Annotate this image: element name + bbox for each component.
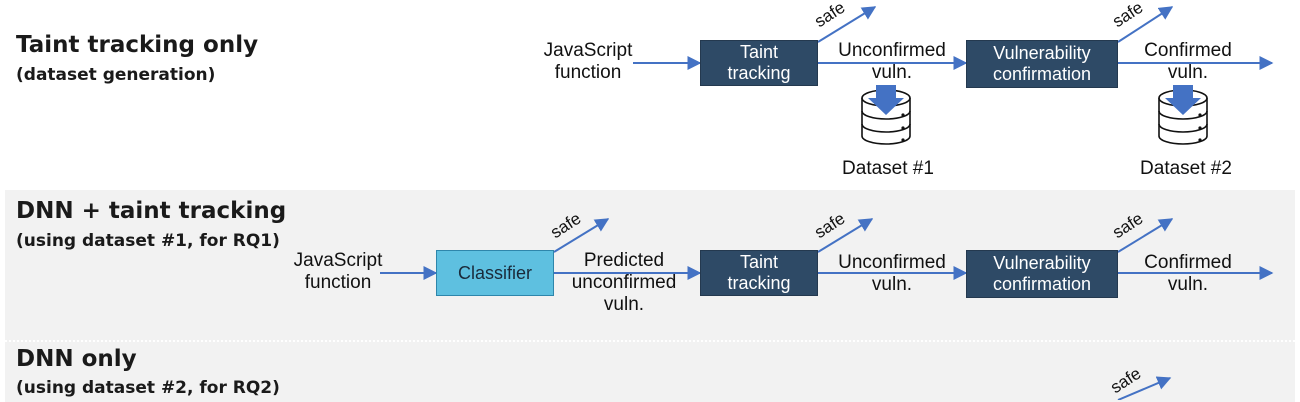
node-label-line: confirmation bbox=[992, 64, 1092, 84]
label-line: vuln. bbox=[1167, 274, 1209, 295]
label-predicted-unconfirmed-vuln: Predicted unconfirmed vuln. bbox=[562, 250, 686, 316]
label-line: Confirmed bbox=[1144, 40, 1232, 61]
label-line: unconfirmed bbox=[571, 272, 677, 293]
database-icon bbox=[861, 85, 911, 145]
node-taint-tracking: Taint tracking bbox=[700, 40, 818, 86]
node-label-line: tracking bbox=[727, 63, 791, 83]
row-subtitle-dnn-only: (using dataset #2, for RQ2) bbox=[16, 378, 280, 398]
label-dataset-1: Dataset #1 bbox=[842, 158, 934, 179]
node-vulnerability-confirmation: Vulnerability confirmation bbox=[966, 40, 1118, 88]
label-confirmed-vuln: Confirmed vuln. bbox=[1130, 252, 1246, 296]
arrow-safe-2-r1 bbox=[1117, 6, 1174, 43]
arrow-safe-1-r1 bbox=[817, 6, 877, 43]
node-js-function-line: function bbox=[304, 272, 372, 293]
arrow-safe-2-r2 bbox=[817, 218, 874, 253]
database-icon bbox=[1158, 85, 1208, 145]
arrow-safe-1-r2 bbox=[553, 218, 610, 253]
label-line: Confirmed bbox=[1144, 252, 1232, 273]
node-js-function-line: function bbox=[554, 62, 622, 83]
label-dataset-2: Dataset #2 bbox=[1140, 158, 1232, 179]
label-unconfirmed-vuln: Unconfirmed vuln. bbox=[826, 40, 958, 84]
label-line: vuln. bbox=[871, 274, 913, 295]
row-subtitle-dnn-taint: (using dataset #1, for RQ1) bbox=[16, 231, 280, 251]
node-classifier: Classifier bbox=[436, 250, 554, 296]
label-unconfirmed-vuln: Unconfirmed vuln. bbox=[826, 252, 958, 296]
node-label-line: Taint bbox=[739, 252, 779, 272]
node-taint-tracking: Taint tracking bbox=[700, 250, 818, 296]
node-js-function-line: JavaScript bbox=[543, 40, 633, 61]
node-label-line: Vulnerability bbox=[993, 43, 1091, 63]
label-line: Unconfirmed bbox=[838, 40, 946, 61]
node-js-function: JavaScript function bbox=[290, 250, 386, 294]
row-title-taint-only: Taint tracking only bbox=[16, 32, 259, 58]
row-subtitle-taint-only: (dataset generation) bbox=[16, 65, 216, 85]
label-line: Predicted bbox=[583, 250, 665, 271]
label-confirmed-vuln: Confirmed vuln. bbox=[1130, 40, 1246, 84]
arrow-safe-3-r2 bbox=[1117, 218, 1174, 253]
node-label-line: confirmation bbox=[992, 274, 1092, 294]
node-js-function-line: JavaScript bbox=[293, 250, 383, 271]
label-line: vuln. bbox=[1167, 62, 1209, 83]
node-label-line: Vulnerability bbox=[993, 253, 1091, 273]
arrow-safe-r3 bbox=[1117, 376, 1172, 400]
row-band-dnn-only bbox=[5, 340, 1295, 402]
node-vulnerability-confirmation: Vulnerability confirmation bbox=[966, 250, 1118, 298]
label-line: vuln. bbox=[871, 62, 913, 83]
row-title-dnn-taint: DNN + taint tracking bbox=[16, 198, 287, 224]
label-line: Unconfirmed bbox=[838, 252, 946, 273]
label-line: vuln. bbox=[603, 294, 645, 315]
row-band-taint-only bbox=[5, 0, 1295, 190]
row-title-dnn-only: DNN only bbox=[16, 346, 137, 372]
node-label-line: Taint bbox=[739, 42, 779, 62]
node-label-line: tracking bbox=[727, 273, 791, 293]
node-js-function: JavaScript function bbox=[540, 40, 636, 84]
